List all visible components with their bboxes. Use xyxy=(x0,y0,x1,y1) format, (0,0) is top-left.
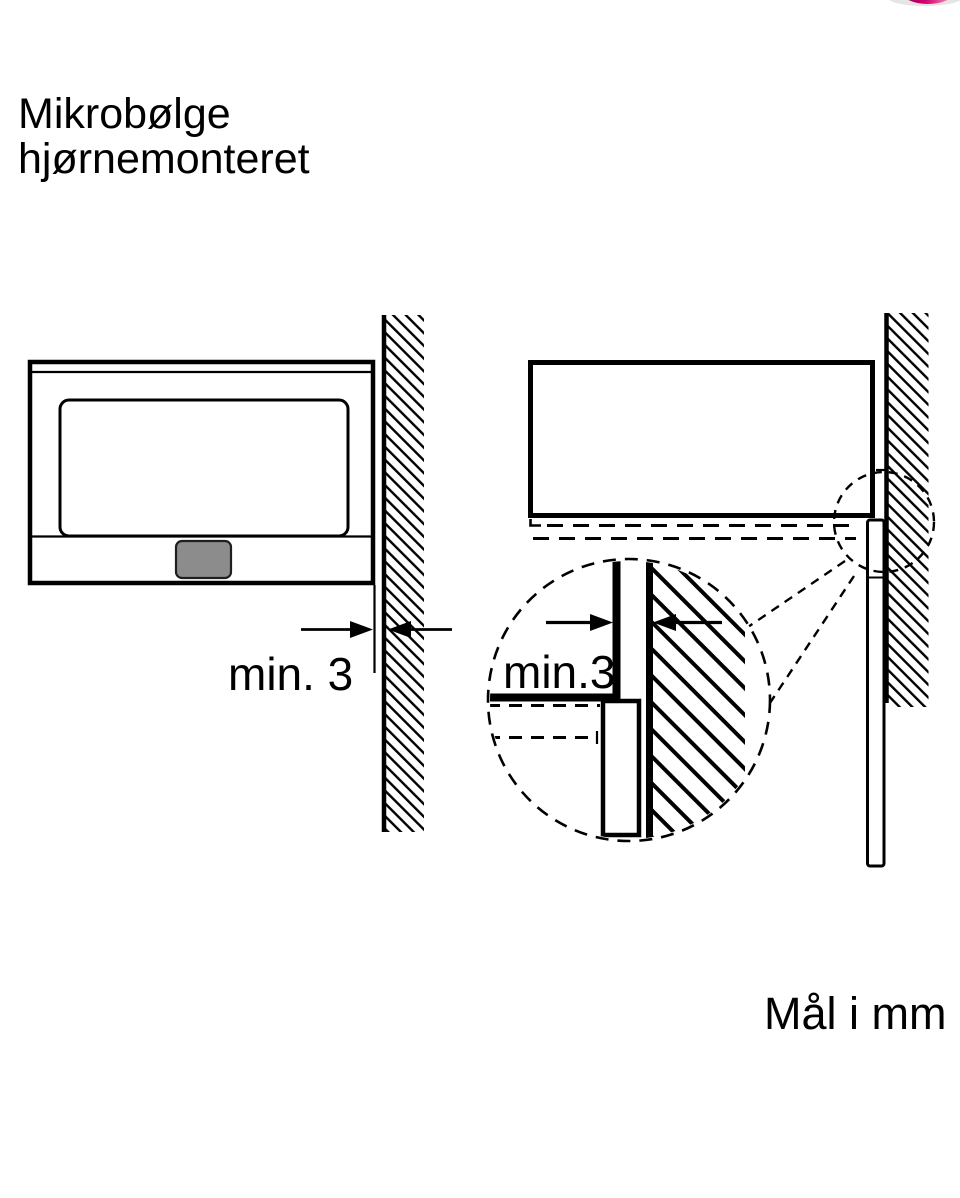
front-wall-hatch-edge-mask xyxy=(424,313,428,834)
microwave-door-window xyxy=(58,398,350,538)
brand-badge-shape xyxy=(908,0,948,4)
detail-wall-hatching xyxy=(653,561,745,839)
top-wall-hatching xyxy=(888,313,929,707)
front-wall-hatching xyxy=(386,315,425,832)
units-note: Mål i mm xyxy=(764,988,946,1039)
microwave-top-body xyxy=(528,360,875,518)
detail-dimension-arrow-left xyxy=(546,614,613,631)
top-view-diagram xyxy=(528,313,936,868)
microwave-control-button xyxy=(174,539,233,580)
detail-leader-line-1 xyxy=(747,560,846,628)
page-title-line2: hjørnemonteret xyxy=(18,135,310,183)
detail-source-circle xyxy=(832,470,936,574)
front-dimension-arrow-right xyxy=(388,621,452,638)
trim-strip xyxy=(866,518,886,868)
door-dashed-line-corner xyxy=(529,519,541,527)
brand-badge xyxy=(889,0,960,6)
front-dimension-label: min. 3 xyxy=(228,648,353,700)
detail-trim-strip xyxy=(600,698,642,838)
detail-dimension-label: min.3 xyxy=(503,646,615,698)
detail-callout-content: min.3 xyxy=(490,561,745,839)
front-dimension-arrow-left xyxy=(301,621,373,638)
detail-leader-line-2 xyxy=(762,575,856,713)
page-title-line1: Mikrobølge xyxy=(18,90,231,138)
detail-dimension-arrow-right xyxy=(653,614,722,631)
detail-callout: min.3 xyxy=(486,557,772,843)
page-title: Mikrobølge hjørnemonteret xyxy=(18,90,310,183)
front-view-diagram: min. 3 xyxy=(27,313,452,834)
